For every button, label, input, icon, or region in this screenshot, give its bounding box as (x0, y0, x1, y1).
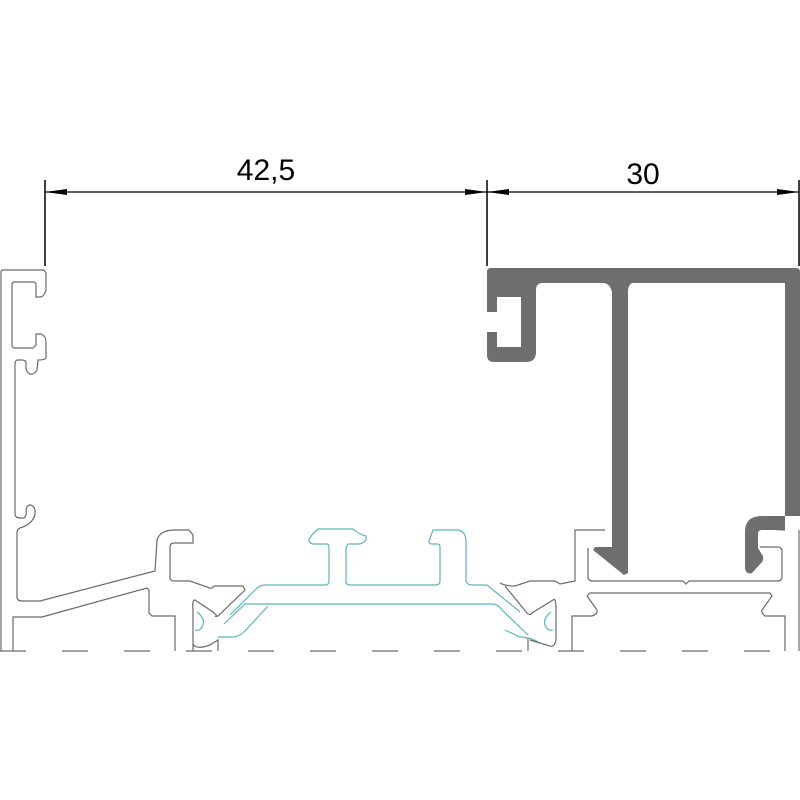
dimension-left: 42,5 (44, 154, 487, 266)
dimension-label-right: 30 (626, 158, 659, 191)
gasket-center (194, 528, 554, 644)
frame-profile-left (0, 269, 246, 651)
dimension-right: 30 (486, 158, 800, 266)
sash-profile-filled (487, 268, 800, 575)
dimension-label-left: 42,5 (237, 154, 295, 187)
frame-profile-right (499, 528, 800, 651)
